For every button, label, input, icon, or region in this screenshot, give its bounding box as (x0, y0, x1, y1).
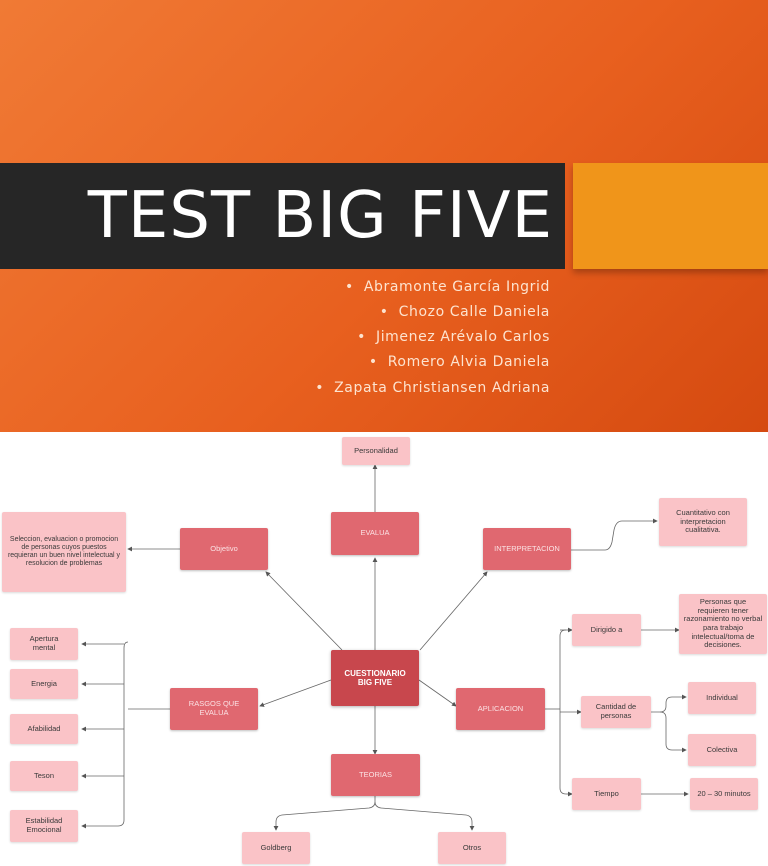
author-name: Chozo Calle Daniela (398, 304, 550, 320)
node-interpretacion: INTERPRETACION (483, 528, 571, 570)
bullet-icon: • (345, 279, 354, 295)
node-interpretacion-desc: Cuantitativo con interpretacion cualitat… (659, 498, 747, 546)
mind-map: Personalidad EVALUA Objetivo Seleccion, … (0, 432, 768, 866)
node-otros: Otros (438, 832, 506, 864)
author-name: Abramonte García Ingrid (363, 279, 550, 295)
node-individual: Individual (688, 682, 756, 714)
node-tiempo-valor: 20 – 30 minutos (690, 778, 758, 810)
author-item: • Romero Alvia Daniela (369, 354, 550, 370)
node-colectiva: Colectiva (688, 734, 756, 766)
node-center: CUESTIONARIO BIG FIVE (331, 650, 419, 706)
author-name: Jimenez Arévalo Carlos (375, 329, 550, 345)
connector-lines (81, 464, 689, 831)
bullet-icon: • (315, 380, 325, 396)
author-item: • Chozo Calle Daniela (380, 304, 550, 320)
node-objetivo-desc: Seleccion, evaluacion o promocion de per… (2, 512, 126, 592)
accent-box (573, 163, 768, 269)
author-item: • Jimenez Arévalo Carlos (357, 329, 550, 345)
node-goldberg: Goldberg (242, 832, 310, 864)
node-aplicacion: APLICACION (456, 688, 545, 730)
author-item: • Abramonte García Ingrid (345, 279, 550, 295)
node-cantidad: Cantidad de personas (581, 696, 651, 728)
node-objetivo: Objetivo (180, 528, 268, 570)
node-dirigido: Dirigido a (572, 614, 641, 646)
node-rasgo-energia: Energia (10, 669, 78, 699)
author-name: Romero Alvia Daniela (387, 354, 550, 370)
node-rasgo-estabilidad: Estabilidad Emocional (10, 810, 78, 842)
bullet-icon: • (357, 329, 366, 345)
node-tiempo: Tiempo (572, 778, 641, 810)
node-rasgo-afabilidad: Afabilidad (10, 714, 78, 744)
node-evalua: EVALUA (331, 512, 419, 555)
author-item: • Zapata Christiansen Adriana (315, 380, 550, 396)
bullet-icon: • (368, 354, 378, 370)
title-slide: TEST BIG FIVE • Abramonte García Ingrid • C… (0, 0, 768, 432)
bullet-icon: • (379, 304, 389, 320)
node-rasgos: RASGOS QUE EVALUA (170, 688, 258, 730)
node-personalidad: Personalidad (342, 437, 410, 465)
node-rasgo-teson: Teson (10, 761, 78, 791)
title-bar: TEST BIG FIVE (0, 163, 565, 269)
node-rasgo-apertura: Apertura mental (10, 628, 78, 660)
node-dirigido-desc: Personas que requieren tener razonamient… (679, 594, 767, 654)
node-teorias: TEORIAS (331, 754, 420, 796)
slide-title: TEST BIG FIVE (87, 179, 553, 253)
author-name: Zapata Christiansen Adriana (334, 380, 550, 396)
